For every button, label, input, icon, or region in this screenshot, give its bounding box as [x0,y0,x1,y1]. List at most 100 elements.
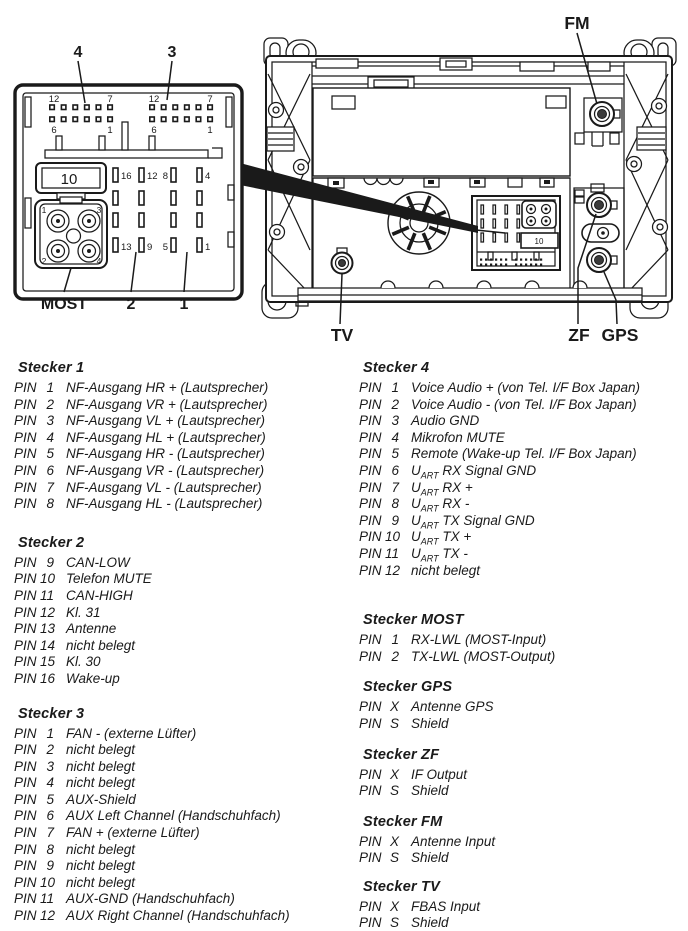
connector-face-view: 12 7 6 1 12 7 6 1 10 [13,83,244,301]
grid-b-label-6: 6 [151,125,156,136]
stecker-title: Stecker GPS [363,679,453,696]
box-10: 10 [35,162,107,200]
pin-label: Telefon MUTE [66,571,152,587]
pin-label: Wake-up [66,670,120,686]
pin-label: FAN + (externe Lüfter) [66,825,200,841]
pin-label: nicht belegt [411,562,481,578]
pin-label: nicht belegt [66,858,136,874]
pin-label: UART RX Signal GND [411,462,537,481]
pin-number: 1 [391,632,399,648]
pin-number: 12 [40,908,56,924]
pin-label: NF-Ausgang VR - (Lautsprecher) [66,462,265,478]
pin-number: 14 [40,637,56,653]
callout-zf: ZF [568,325,590,345]
pin-number: 4 [46,429,54,445]
pin-label: Shield [411,915,449,931]
pin-word: PIN [359,512,382,528]
pin-number: 3 [46,758,54,774]
slot-label-12: 12 [147,171,158,182]
callout-band-tail [475,229,506,234]
pin-word: PIN [14,462,37,478]
pin-number: 5 [46,791,54,807]
pin-label: nicht belegt [66,637,136,653]
zf-connector [586,192,618,218]
pin-number: 4 [46,775,54,791]
pin-number: S [389,715,399,731]
pin-word: PIN [14,446,37,462]
callout-gps: GPS [602,325,639,345]
pin-word: PIN [14,413,37,429]
pin-number: 7 [46,479,54,495]
pin-word: PIN [14,725,37,741]
pin-label: nicht belegt [66,742,136,758]
callout-most: MOST [41,296,87,313]
pin-number: 2 [391,648,399,664]
pin-word: PIN [359,545,382,561]
grid-b-label-1: 1 [207,125,212,136]
stecker-title: Stecker TV [363,878,440,895]
pin-label: FAN - (externe Lüfter) [66,725,197,741]
pin-number: 6 [46,808,54,824]
pin-number: X [389,699,399,715]
bottom-rail [297,280,643,302]
slot-label-9: 9 [147,242,152,253]
callout-connector-2: 2 [127,296,136,313]
slot-label-13: 13 [121,242,132,253]
pin-label: nicht belegt [66,874,136,890]
pin-word: PIN [14,621,37,637]
pin-label: UART RX + [411,479,473,498]
slot-label-8: 8 [163,171,168,182]
callout-connector-3: 3 [168,44,177,61]
pin-word: PIN [359,833,382,849]
pin-word: PIN [359,915,382,931]
pin-number: 1 [46,725,54,741]
pin-label: Antenne [66,621,117,637]
pin-word: PIN [14,791,37,807]
pin-word: PIN [14,554,37,570]
pin-word: PIN [359,715,382,731]
pin-label: Kl. 30 [66,654,101,670]
grid-b-label-12: 12 [149,94,160,105]
callout-band [240,163,478,233]
pin-label: NF-Ausgang VR + (Lautsprecher) [66,396,268,412]
pin-number: 5 [46,446,54,462]
pin-label: FBAS Input [411,898,481,914]
pin-number: 6 [391,462,399,478]
pin-word: PIN [359,632,382,648]
gps-connector [586,247,618,273]
pin-word: PIN [14,908,37,924]
pin-number: 8 [46,841,54,857]
upper-panel [312,87,571,177]
most-socket-label-4: 4 [97,256,102,266]
left-side-frame [266,73,311,291]
grid-a-label-1: 1 [107,125,112,136]
pin-number: S [389,915,399,931]
pin-number: 2 [46,396,54,412]
pin-label: Mikrofon MUTE [411,429,505,445]
